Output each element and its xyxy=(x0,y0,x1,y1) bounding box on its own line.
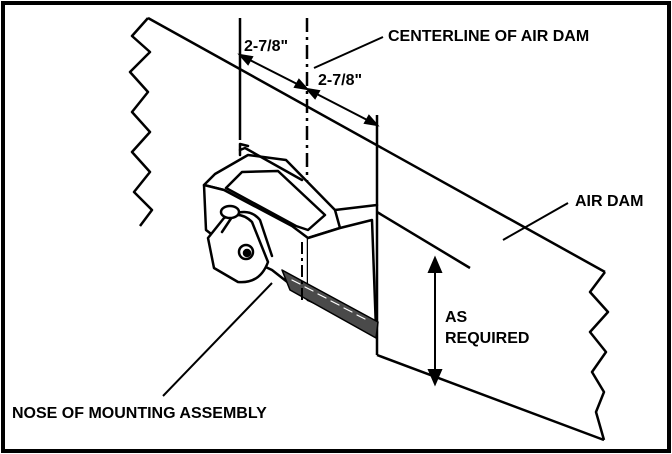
bracket-slot xyxy=(238,146,304,182)
dimension-line-right xyxy=(310,90,374,124)
bracket-pin-hole-inner xyxy=(242,248,252,258)
arrowhead-left-start xyxy=(237,53,254,66)
air-dam-bottom-step xyxy=(376,353,605,442)
arrowhead-left-end xyxy=(293,78,310,91)
as-required-label-line1: AS xyxy=(445,309,468,326)
bracket-top-inner xyxy=(224,169,327,232)
bracket-underside-hatch xyxy=(291,279,366,320)
dim-label-right: 2-7/8" xyxy=(318,72,362,89)
arrowhead-up xyxy=(427,255,443,273)
air-dam-right-torn-edge xyxy=(588,271,610,441)
arrowhead-down xyxy=(427,369,443,387)
nose-leader xyxy=(162,282,273,397)
air-dam-left-torn-edge xyxy=(128,17,154,227)
arrowhead-right-end xyxy=(363,114,380,127)
dim-label-left: 2-7/8" xyxy=(244,38,288,55)
dimension-line-left xyxy=(243,56,304,88)
nose-label: NOSE OF MOUNTING ASSEMBLY xyxy=(12,405,267,422)
dimension-arrows xyxy=(237,53,380,127)
as-required-label-line2: REQUIRED xyxy=(445,330,529,347)
arrowhead-right-start xyxy=(304,87,321,100)
centerline-label: CENTERLINE OF AIR DAM xyxy=(388,28,589,45)
as-required-dimension xyxy=(427,255,443,387)
mounting-assembly xyxy=(202,142,379,339)
bracket-back-edge xyxy=(333,203,379,212)
centerline-leader xyxy=(313,36,384,69)
bracket-hook xyxy=(238,142,250,157)
air-dam-label: AIR DAM xyxy=(575,193,643,210)
air-dam-leader xyxy=(502,202,569,241)
bracket-top-bolt xyxy=(219,204,241,220)
air-dam-bottom-edge xyxy=(376,210,471,270)
